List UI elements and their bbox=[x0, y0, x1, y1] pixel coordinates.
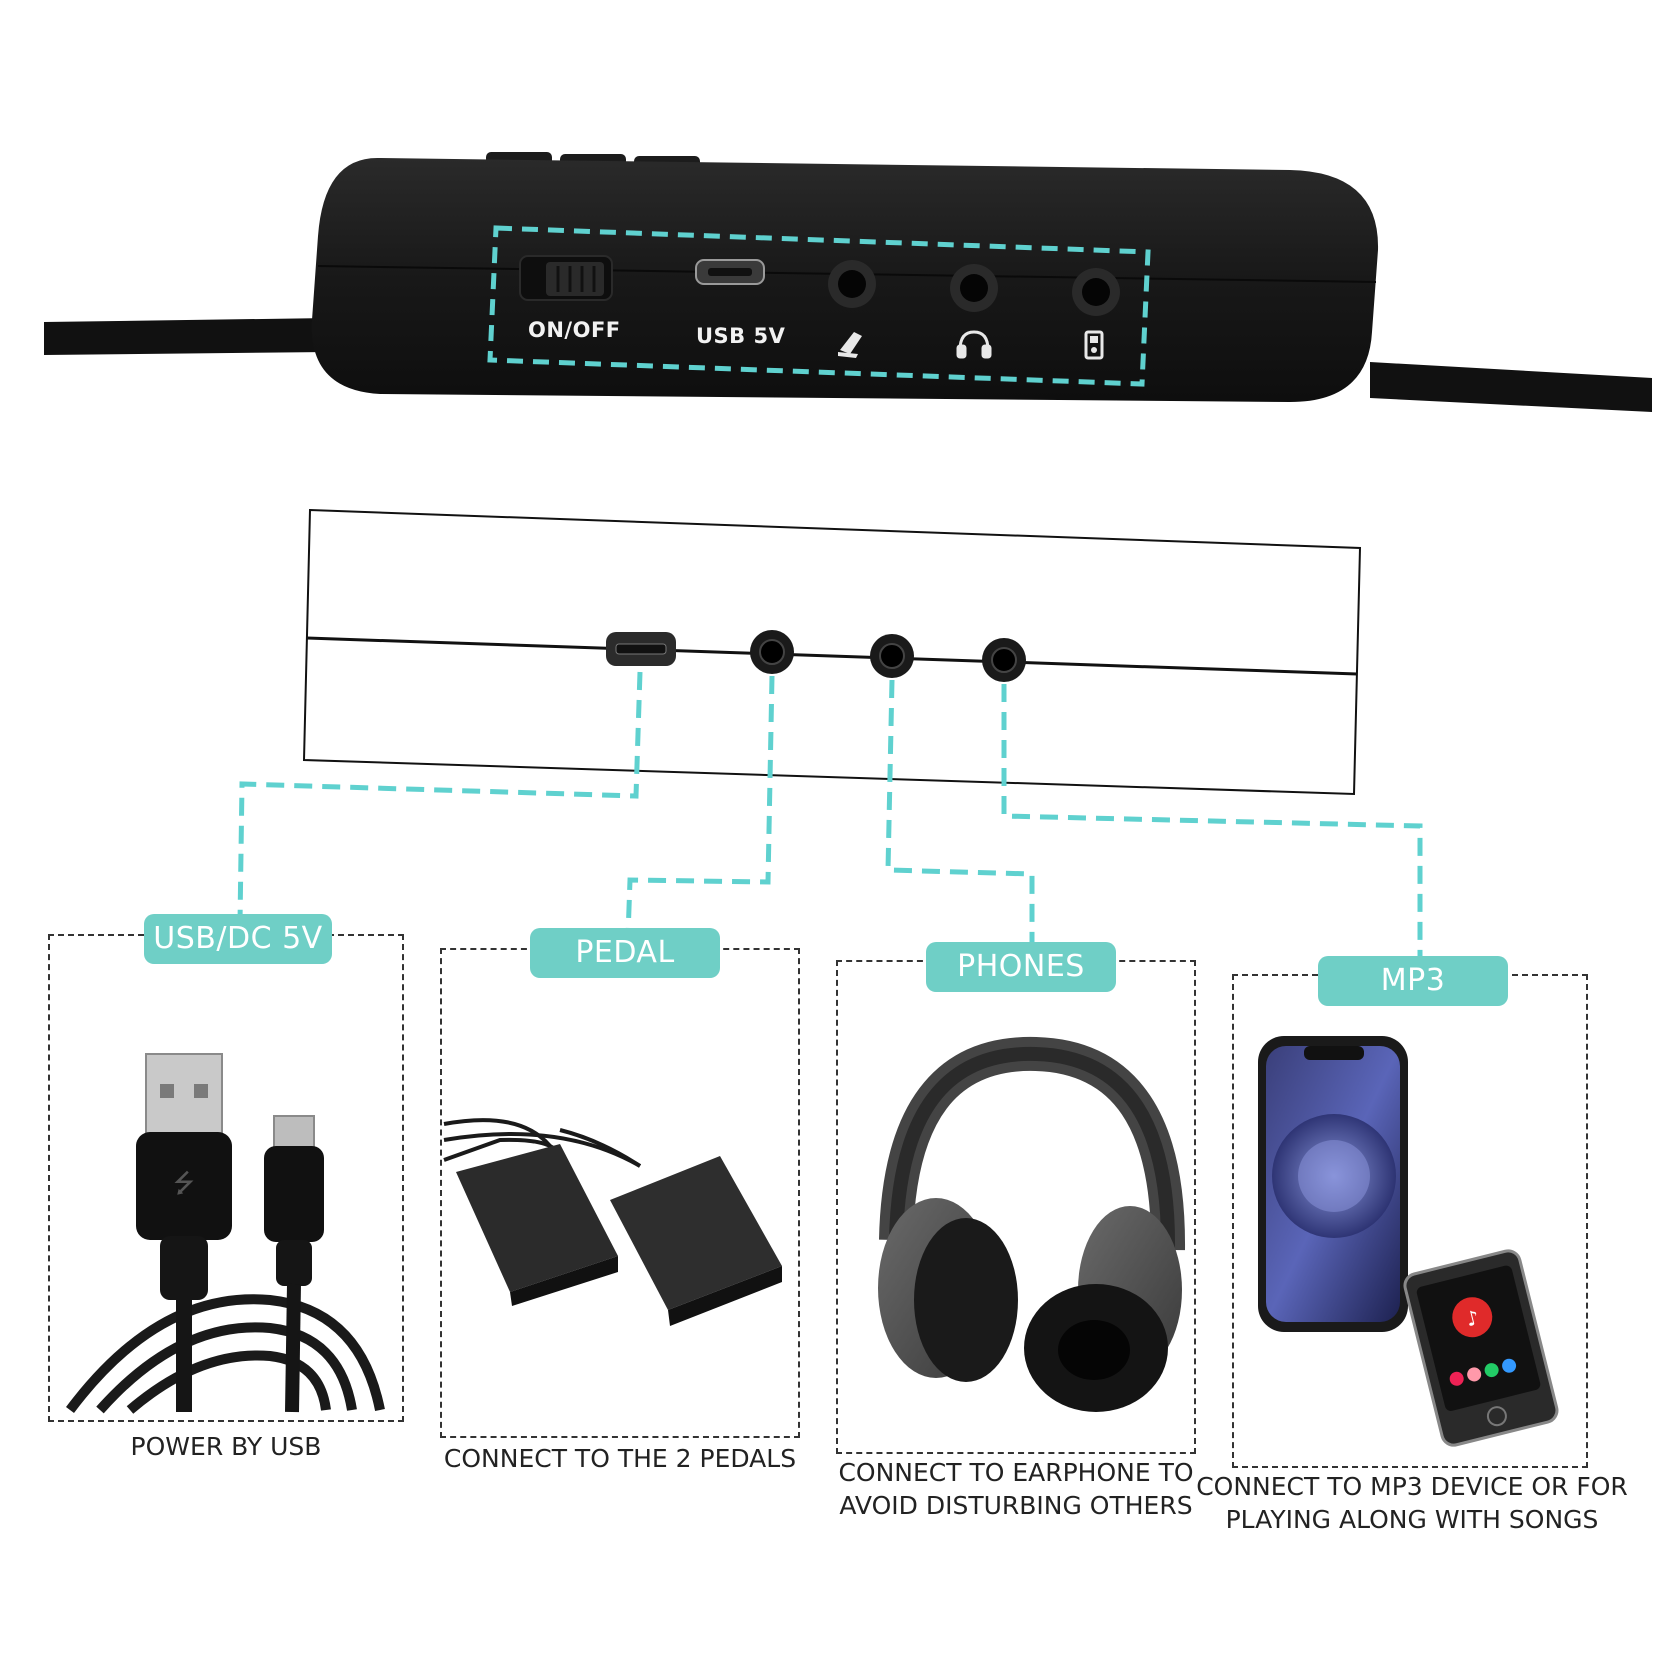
device-photo bbox=[44, 152, 1652, 412]
headphones-icon bbox=[956, 330, 992, 359]
caption-usb: POWER BY USB bbox=[48, 1430, 404, 1463]
diagram-jack-phones bbox=[870, 634, 914, 678]
port-diagram bbox=[302, 508, 1362, 796]
usb-port-label: USB 5V bbox=[696, 324, 786, 348]
power-switch-label: ON/OFF bbox=[528, 318, 621, 342]
power-switch-knob bbox=[546, 262, 604, 296]
connector-mp3 bbox=[1001, 684, 1423, 962]
mp3-player-icon bbox=[1084, 330, 1104, 360]
port-highlight-frame bbox=[487, 225, 1151, 387]
badge-phones: PHONES bbox=[926, 942, 1116, 992]
connector-usb bbox=[237, 671, 643, 923]
caption-line: CONNECT TO MP3 DEVICE OR FOR bbox=[1196, 1472, 1628, 1501]
badge-mp3: MP3 bbox=[1318, 956, 1508, 1006]
diagram-midline bbox=[306, 636, 1358, 676]
caption-mp3: CONNECT TO MP3 DEVICE OR FOR PLAYING ALO… bbox=[1186, 1470, 1638, 1536]
pedal-icon bbox=[838, 332, 862, 358]
caption-line: POWER BY USB bbox=[130, 1432, 322, 1461]
right-cable bbox=[1370, 362, 1652, 412]
diagram-jack-pedal bbox=[750, 630, 794, 674]
pedals-icon bbox=[443, 1118, 782, 1326]
caption-phones: CONNECT TO EARPHONE TO AVOID DISTURBING … bbox=[806, 1456, 1226, 1522]
diagram-outline bbox=[302, 508, 1362, 796]
badge-usb-dc: USB/DC 5V bbox=[144, 914, 332, 964]
usb-port-inner bbox=[708, 268, 752, 276]
connector-lines bbox=[237, 671, 1423, 962]
caption-line: CONNECT TO EARPHONE TO bbox=[838, 1458, 1194, 1487]
headphones-illustration bbox=[878, 1036, 1186, 1412]
svg-text:♪: ♪ bbox=[1463, 1305, 1481, 1331]
diagram-usb-inner bbox=[615, 643, 667, 655]
connector-phones bbox=[885, 679, 1035, 944]
diagram-jack-mp3 bbox=[982, 638, 1026, 682]
caption-line: AVOID DISTURBING OTHERS bbox=[839, 1491, 1193, 1520]
switch-ridges bbox=[556, 266, 596, 292]
phones-panel bbox=[836, 960, 1196, 1454]
caption-line: CONNECT TO THE 2 PEDALS bbox=[443, 1444, 797, 1473]
connector-pedal bbox=[625, 675, 775, 937]
phone-and-mp3-player-icon: ♪ bbox=[1258, 1036, 1559, 1447]
usb-panel bbox=[48, 934, 404, 1422]
jack-phones bbox=[950, 264, 998, 312]
caption-pedal: CONNECT TO THE 2 PEDALS bbox=[420, 1442, 820, 1475]
mp3-panel bbox=[1232, 974, 1588, 1468]
pedal-panel bbox=[440, 948, 800, 1438]
svg-text:⭍: ⭍ bbox=[173, 1169, 195, 1199]
usb-cable-icon: ⭍ bbox=[66, 1053, 385, 1414]
left-cable bbox=[44, 318, 330, 355]
jack-pedal bbox=[828, 260, 876, 308]
badge-pedal: PEDAL bbox=[530, 928, 720, 978]
jack-mp3 bbox=[1072, 268, 1120, 316]
caption-line: PLAYING ALONG WITH SONGS bbox=[1225, 1505, 1599, 1534]
